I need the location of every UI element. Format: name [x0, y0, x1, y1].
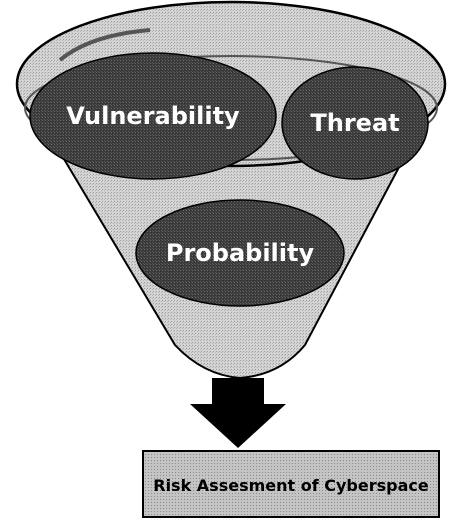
down-arrow-icon [190, 378, 286, 448]
threat-label: Threat [310, 109, 399, 137]
probability-ellipse [135, 199, 345, 307]
vulnerability-ellipse [29, 52, 277, 180]
funnel-rim-highlight [58, 28, 151, 62]
threat-ellipse [281, 66, 429, 180]
probability-label: Probability [166, 239, 315, 267]
result-box [142, 450, 440, 518]
vulnerability-label: Vulnerability [66, 102, 240, 130]
result-label: Risk Assesment of Cyberspace [153, 476, 429, 495]
